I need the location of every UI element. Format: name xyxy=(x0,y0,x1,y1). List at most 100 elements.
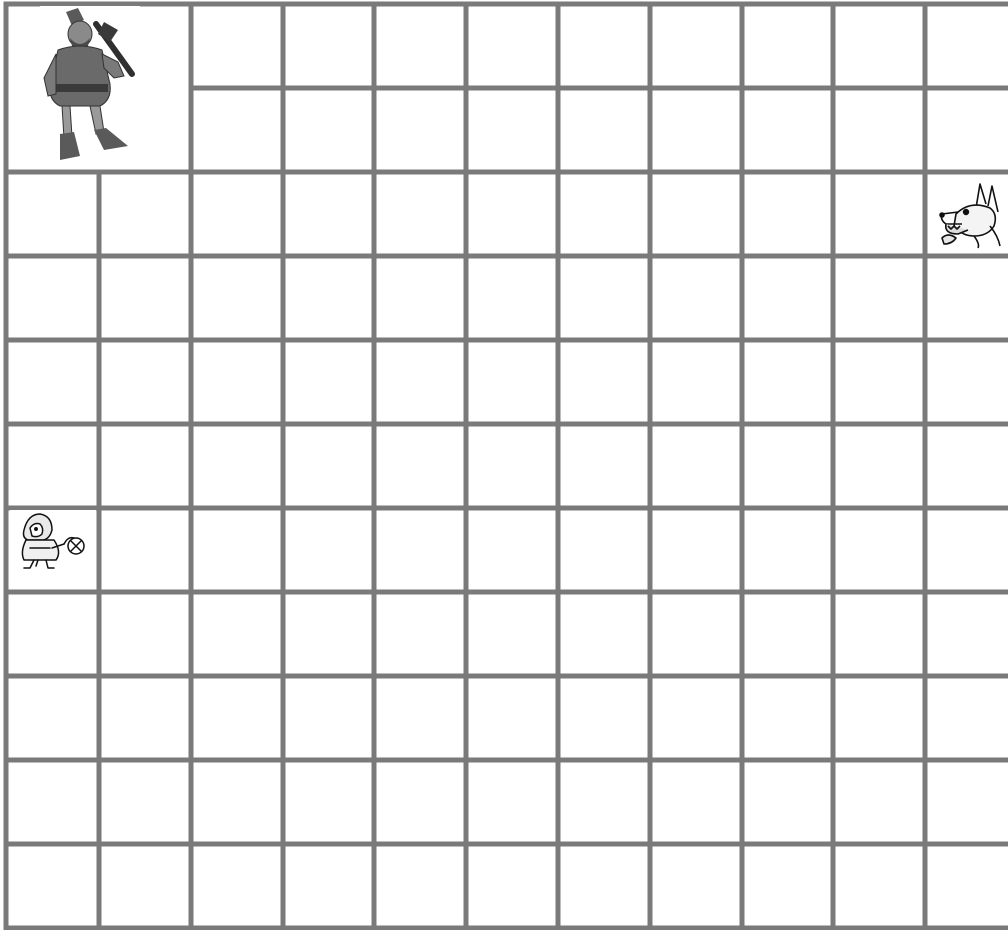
board-cell[interactable] xyxy=(925,424,1008,508)
board-cell[interactable] xyxy=(191,340,283,424)
board-cell[interactable] xyxy=(742,508,833,592)
board-cell[interactable] xyxy=(374,508,466,592)
board-cell[interactable] xyxy=(283,592,374,676)
board-cell[interactable] xyxy=(558,676,650,760)
board-cell[interactable] xyxy=(99,844,191,928)
board-cell[interactable] xyxy=(925,340,1008,424)
board-cell[interactable] xyxy=(925,508,1008,592)
board-cell[interactable] xyxy=(191,256,283,340)
board-cell[interactable] xyxy=(558,172,650,256)
board-cell[interactable] xyxy=(99,340,191,424)
board-cell[interactable] xyxy=(558,88,650,172)
board-cell[interactable] xyxy=(558,424,650,508)
board-cell[interactable] xyxy=(99,508,191,592)
board-cell[interactable] xyxy=(925,844,1008,928)
board-cell[interactable] xyxy=(925,256,1008,340)
board-cell[interactable] xyxy=(99,676,191,760)
board-cell[interactable] xyxy=(466,592,558,676)
board-cell[interactable] xyxy=(833,424,925,508)
board-cell[interactable] xyxy=(650,256,742,340)
board-cell[interactable] xyxy=(925,676,1008,760)
board-cell[interactable] xyxy=(466,4,558,88)
board-cell[interactable] xyxy=(191,676,283,760)
board-cell[interactable] xyxy=(99,592,191,676)
board-cell[interactable] xyxy=(650,340,742,424)
board-cell[interactable] xyxy=(833,760,925,844)
board-cell[interactable] xyxy=(466,256,558,340)
board-cell[interactable] xyxy=(558,4,650,88)
board-cell[interactable] xyxy=(558,844,650,928)
board-cell[interactable] xyxy=(6,592,99,676)
board-cell[interactable] xyxy=(283,508,374,592)
woodsman-piece[interactable] xyxy=(40,6,140,164)
board-cell[interactable] xyxy=(283,760,374,844)
board-cell[interactable] xyxy=(833,4,925,88)
board-cell[interactable] xyxy=(6,760,99,844)
board-cell[interactable] xyxy=(833,592,925,676)
board-cell[interactable] xyxy=(283,676,374,760)
board-cell[interactable] xyxy=(191,424,283,508)
board-cell[interactable] xyxy=(650,88,742,172)
board-cell[interactable] xyxy=(6,844,99,928)
board-cell[interactable] xyxy=(650,424,742,508)
board-cell[interactable] xyxy=(374,760,466,844)
board-cell[interactable] xyxy=(650,760,742,844)
board-cell[interactable] xyxy=(742,676,833,760)
board-cell[interactable] xyxy=(833,172,925,256)
board-cell[interactable] xyxy=(742,592,833,676)
board-cell[interactable] xyxy=(833,340,925,424)
board-cell[interactable] xyxy=(833,88,925,172)
board-cell[interactable] xyxy=(650,508,742,592)
board-cell[interactable] xyxy=(6,424,99,508)
board-cell[interactable] xyxy=(558,760,650,844)
board-cell[interactable] xyxy=(925,4,1008,88)
board-cell[interactable] xyxy=(925,592,1008,676)
board-cell[interactable] xyxy=(283,844,374,928)
board-cell[interactable] xyxy=(374,88,466,172)
board-cell[interactable] xyxy=(466,844,558,928)
board-cell[interactable] xyxy=(742,88,833,172)
board-cell[interactable] xyxy=(374,844,466,928)
board-cell[interactable] xyxy=(283,4,374,88)
board-cell[interactable] xyxy=(742,760,833,844)
board-cell[interactable] xyxy=(833,256,925,340)
board-cell[interactable] xyxy=(742,340,833,424)
board-cell[interactable] xyxy=(742,424,833,508)
board-cell[interactable] xyxy=(833,844,925,928)
board-cell[interactable] xyxy=(650,4,742,88)
board-cell[interactable] xyxy=(466,760,558,844)
board-cell[interactable] xyxy=(191,760,283,844)
board-cell[interactable] xyxy=(99,424,191,508)
board-cell[interactable] xyxy=(191,4,283,88)
board-cell[interactable] xyxy=(742,256,833,340)
board-cell[interactable] xyxy=(191,844,283,928)
board-cell[interactable] xyxy=(99,172,191,256)
board-cell[interactable] xyxy=(742,4,833,88)
board-cell[interactable] xyxy=(742,172,833,256)
wolf-piece[interactable] xyxy=(930,176,1008,252)
board-cell[interactable] xyxy=(283,256,374,340)
board-cell[interactable] xyxy=(466,508,558,592)
board-cell[interactable] xyxy=(6,676,99,760)
red-riding-hood-piece[interactable] xyxy=(10,510,96,586)
board-cell[interactable] xyxy=(99,256,191,340)
board-cell[interactable] xyxy=(191,592,283,676)
board-cell[interactable] xyxy=(374,172,466,256)
board-cell[interactable] xyxy=(374,592,466,676)
board-cell[interactable] xyxy=(191,508,283,592)
board-cell[interactable] xyxy=(283,424,374,508)
board-cell[interactable] xyxy=(466,340,558,424)
board-cell[interactable] xyxy=(466,172,558,256)
board-cell[interactable] xyxy=(466,424,558,508)
board-cell[interactable] xyxy=(99,760,191,844)
board-cell[interactable] xyxy=(283,340,374,424)
board-cell[interactable] xyxy=(466,88,558,172)
board-cell[interactable] xyxy=(558,592,650,676)
board-cell[interactable] xyxy=(558,340,650,424)
board-cell[interactable] xyxy=(742,844,833,928)
board-cell[interactable] xyxy=(6,172,99,256)
board-cell[interactable] xyxy=(650,172,742,256)
board-cell[interactable] xyxy=(466,676,558,760)
board-cell[interactable] xyxy=(374,676,466,760)
board-cell[interactable] xyxy=(650,676,742,760)
